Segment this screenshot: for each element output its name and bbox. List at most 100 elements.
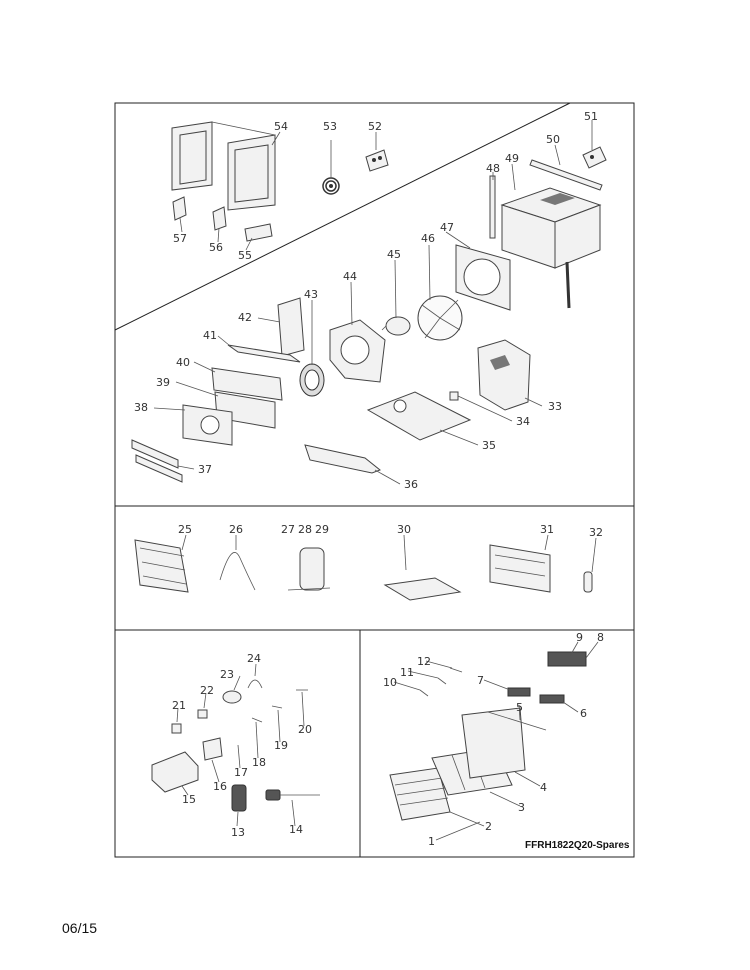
part-number-23: 23 [220,668,234,681]
part-number-43: 43 [304,288,318,301]
footer-date: 06/15 [62,920,98,936]
part-number-29: 29 [315,523,329,536]
part-number-53: 53 [323,120,337,133]
part-number-55: 55 [238,249,252,262]
part-number-28: 28 [298,523,312,536]
part-number-42: 42 [238,311,252,324]
part-number-52: 52 [368,120,382,133]
part-side-panel-33 [477,339,531,411]
part-rod-48 [489,175,496,239]
part-number-11: 11 [400,666,414,679]
part-number-39: 39 [156,376,170,389]
part-panels-38-41 [182,344,301,446]
part-control-box-42 [277,297,305,357]
part-control-board-8-9 [547,651,587,667]
part-condenser-31 [489,544,551,593]
part-number-labels: 1 2 3 4 5 6 7 8 9 10 11 12 13 14 15 16 1… [134,110,604,848]
part-scroll-44 [329,319,386,383]
part-number-32: 32 [589,526,603,539]
part-rail-50 [529,159,603,191]
part-fan-blade-46 [417,295,463,341]
part-knobs-6-7 [507,687,565,704]
part-number-13: 13 [231,826,245,839]
part-number-18: 18 [252,756,266,769]
part-tube-26 [219,552,256,591]
part-number-8: 8 [597,631,604,644]
part-number-38: 38 [134,401,148,414]
part-number-47: 47 [440,221,454,234]
part-bracket-34 [449,391,459,401]
part-number-56: 56 [209,241,223,254]
part-cabinet [500,187,602,309]
part-small-parts-55-57 [172,196,273,242]
part-number-48: 48 [486,162,500,175]
part-number-34: 34 [516,415,530,428]
leader-lines-bottom [176,641,599,841]
part-bracket-16 [202,737,223,761]
part-number-20: 20 [298,723,312,736]
part-number-36: 36 [404,478,418,491]
section-divider-diagonal [114,102,571,331]
part-number-25: 25 [178,523,192,536]
part-number-40: 40 [176,356,190,369]
part-valve-32 [583,571,593,593]
part-number-37: 37 [198,463,212,476]
part-base-tray-36 [304,444,381,474]
part-number-2: 2 [485,820,492,833]
part-number-12: 12 [417,655,431,668]
part-bracket-52 [365,149,389,172]
part-number-33: 33 [548,400,562,413]
part-number-44: 44 [343,270,357,283]
part-bracket-51 [582,146,607,169]
part-number-46: 46 [421,232,435,245]
part-number-45: 45 [387,248,401,261]
part-window-panels [171,121,276,211]
part-number-26: 26 [229,523,243,536]
part-number-14: 14 [289,823,303,836]
part-number-16: 16 [213,780,227,793]
part-number-9: 9 [576,631,583,644]
part-number-54: 54 [274,120,288,133]
part-number-51: 51 [584,110,598,123]
part-screws-10-12 [419,667,463,697]
diagram-frame [114,102,635,858]
leader-lines [153,120,597,573]
part-number-35: 35 [482,439,496,452]
part-blower-wheel-43 [299,363,325,397]
part-number-17: 17 [234,766,248,779]
part-number-1: 1 [428,835,435,848]
part-number-19: 19 [274,739,288,752]
part-number-24: 24 [247,652,261,665]
part-number-31: 31 [540,523,554,536]
part-clip-24 [247,679,263,689]
part-number-50: 50 [546,133,560,146]
part-number-7: 7 [477,674,484,687]
part-number-6: 6 [580,707,587,720]
part-compressor-27-29 [287,547,331,591]
part-number-57: 57 [173,232,187,245]
part-control-box-15 [151,751,199,793]
part-shroud-47 [455,244,511,311]
part-base-30 [383,577,462,601]
part-evaporator-25 [134,539,189,593]
part-number-4: 4 [540,781,547,794]
part-number-30: 30 [397,523,411,536]
part-number-15: 15 [182,793,196,806]
part-small-22 [197,709,208,719]
part-screws-18-20 [251,689,308,723]
part-power-cord-14 [265,789,320,801]
part-number-3: 3 [518,801,525,814]
part-number-49: 49 [505,152,519,165]
part-number-10: 10 [383,676,397,689]
part-capacitor-23 [222,690,242,704]
part-louver-5 [487,711,547,731]
part-small-21 [171,723,182,734]
part-number-22: 22 [200,684,214,697]
part-number-21: 21 [172,699,186,712]
part-remote-13 [231,784,247,812]
diagram-title: FFRH1822Q20-Spares [525,840,630,851]
part-number-27: 27 [281,523,295,536]
part-base-pan-35 [366,391,472,441]
part-spring-coil [322,140,340,195]
